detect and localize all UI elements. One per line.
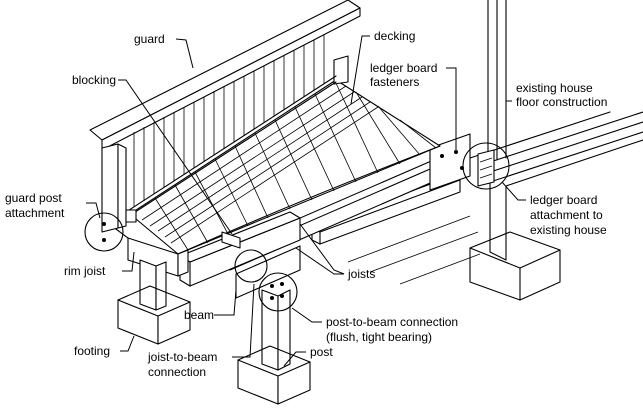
label-ledger-fasteners-2: fasteners bbox=[370, 75, 419, 89]
left-post bbox=[139, 259, 167, 311]
ledger-board bbox=[429, 133, 471, 191]
label-joist-beam-1: joist-to-beam bbox=[147, 350, 217, 364]
label-ledger-attach-3: existing house bbox=[530, 223, 607, 237]
label-guard-post-1: guard post bbox=[5, 191, 62, 205]
label-beam: beam bbox=[184, 308, 214, 322]
decking-surface bbox=[129, 79, 441, 255]
guard-railing bbox=[89, 0, 361, 233]
guard-post-detail-circle bbox=[84, 212, 124, 252]
label-post-beam-2: (flush, tight bearing) bbox=[326, 330, 432, 344]
ledger-attachment-detail-circle bbox=[462, 142, 510, 190]
deck-beam bbox=[179, 211, 301, 299]
center-footing bbox=[237, 345, 311, 405]
label-rim-joist: rim joist bbox=[64, 264, 106, 278]
label-ledger-attach-2: attachment to bbox=[530, 208, 603, 222]
label-post: post bbox=[310, 345, 333, 359]
post-beam-detail-circle bbox=[258, 272, 298, 312]
label-ledger-attach-1: ledger board bbox=[530, 193, 597, 207]
leader-lines bbox=[86, 35, 526, 367]
blocking-piece bbox=[221, 231, 241, 249]
label-post-beam-1: post-to-beam connection bbox=[326, 315, 458, 329]
joist-beam-detail-circle bbox=[234, 249, 268, 283]
label-house-floor-2: floor construction bbox=[516, 95, 607, 109]
label-ledger-fasteners-1: ledger board bbox=[370, 61, 437, 75]
label-guard: guard bbox=[134, 32, 165, 46]
label-guard-post-2: attachment bbox=[5, 206, 65, 220]
center-post bbox=[261, 289, 291, 371]
label-blocking: blocking bbox=[72, 73, 116, 87]
label-house-floor-1: existing house bbox=[516, 81, 593, 95]
left-footing bbox=[117, 285, 191, 345]
existing-house bbox=[469, 0, 643, 301]
label-footing: footing bbox=[74, 344, 110, 358]
label-joist-beam-2: connection bbox=[148, 365, 206, 379]
label-joists: joists bbox=[347, 267, 375, 281]
label-decking: decking bbox=[374, 29, 415, 43]
